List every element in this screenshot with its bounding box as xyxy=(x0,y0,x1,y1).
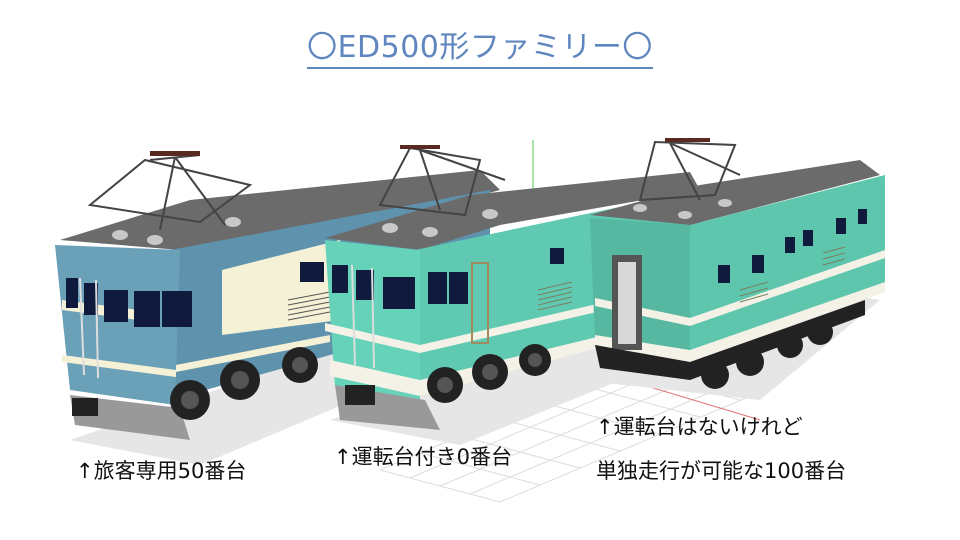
page-title: 〇ED500形ファミリー〇 xyxy=(0,22,960,69)
caption-100-series-line2: 単独走行が可能な100番台 xyxy=(596,459,847,483)
caption-0-series: ↑運転台付き0番台 xyxy=(334,445,512,469)
locomotive-100 xyxy=(590,138,885,389)
caption-100-series-line1: ↑運転台はないけれど xyxy=(596,415,803,439)
title-text: 〇ED500形ファミリー〇 xyxy=(307,30,653,69)
caption-50-series: ↑旅客専用50番台 xyxy=(76,459,247,483)
